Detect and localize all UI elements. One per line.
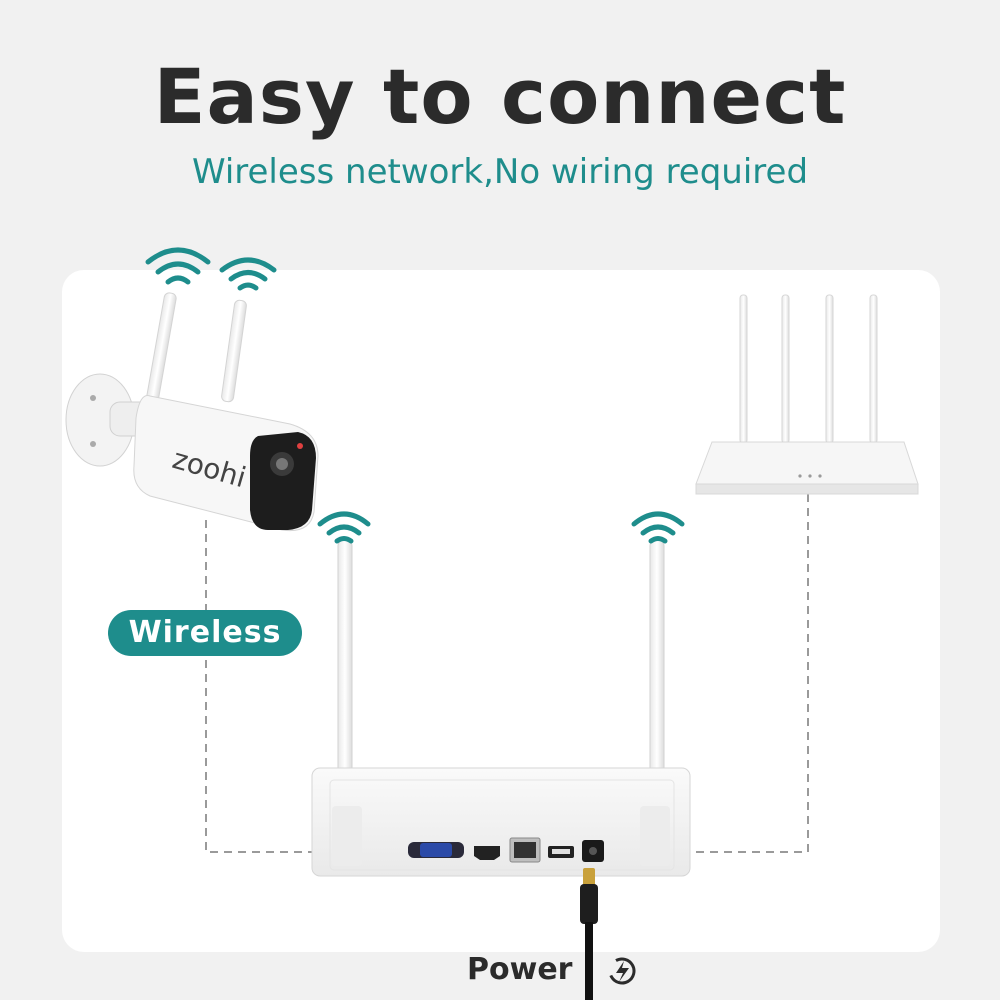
power-icon [608,957,636,985]
wifi-signal-icon [145,247,211,285]
router-connection-line [690,494,809,853]
usb-port-icon [548,846,574,858]
connection-lines [205,494,809,853]
wireless-badge: Wireless [108,610,302,656]
nvr-recorder [311,539,691,877]
page-subtitle: Wireless network,No wiring required [191,152,809,192]
router [695,294,919,495]
power-label: Power [467,952,573,987]
ethernet-port-icon [509,837,541,863]
wifi-signal-icon [219,257,277,291]
camera-connection-line [205,520,312,853]
page-title: Easy to connect [153,52,847,141]
hdmi-port-icon [474,846,500,860]
wifi-signal-icon [317,511,371,544]
power-cable [580,868,598,1000]
dc-port-icon [582,840,604,862]
ip-camera [65,292,319,532]
wifi-signal-icon [631,511,685,544]
vga-port-icon [408,842,464,858]
